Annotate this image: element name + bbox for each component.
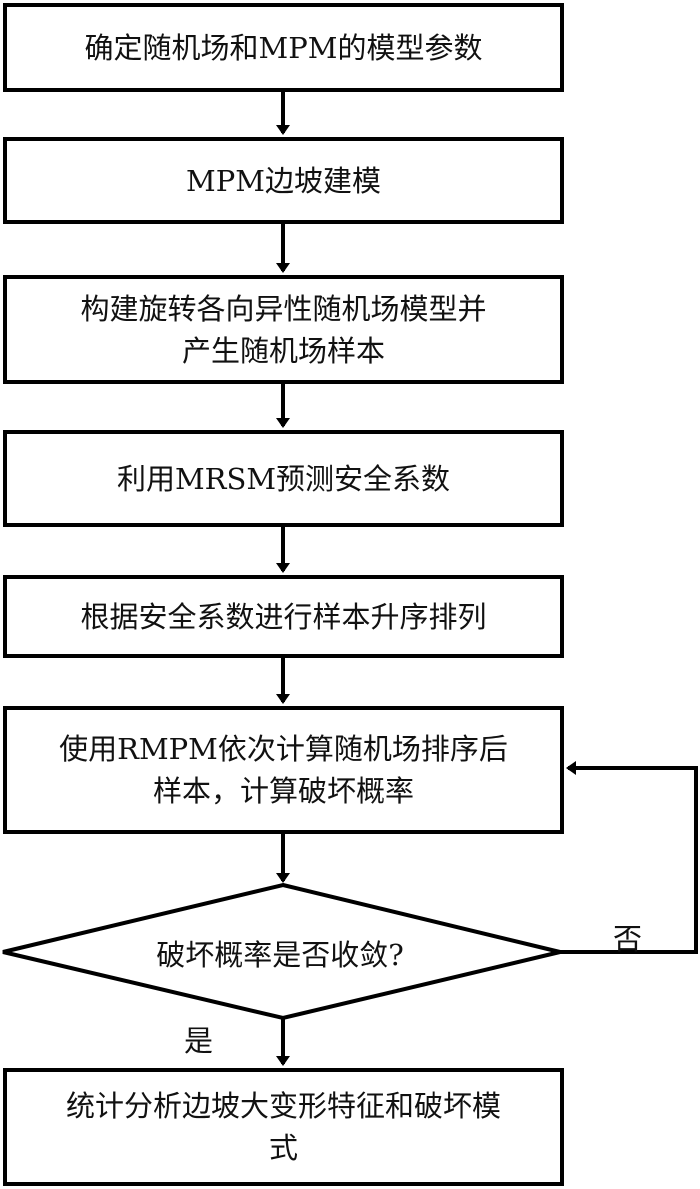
loop-no-path (560, 761, 698, 954)
step-mpm-slope-modeling: MPM边坡建模 (3, 137, 564, 224)
step-text-line-1: 构建旋转各向异性随机场模型并 (80, 291, 487, 326)
step-text: 根据安全系数进行样本升序排列 (80, 599, 487, 634)
yes-label: 是 (184, 1024, 214, 1058)
step-text-line-2: 样本，计算破坏概率 (152, 774, 414, 808)
step-text: 确定随机场和MPM的模型参数 (84, 30, 483, 65)
no-label: 否 (613, 922, 643, 956)
step-text-line-2: 式 (268, 1131, 298, 1165)
step-mrsm-predict: 利用MRSM预测安全系数 (3, 430, 564, 527)
step-rmpm-compute: 使用RMPM依次计算随机场排序后 样本，计算破坏概率 (3, 706, 564, 834)
decision-text: 破坏概率是否收敛? (156, 938, 404, 972)
step-text-line-1: 统计分析边坡大变形特征和破坏模 (65, 1089, 501, 1123)
step-sort-samples: 根据安全系数进行样本升序排列 (3, 575, 564, 658)
step-define-parameters: 确定随机场和MPM的模型参数 (3, 3, 564, 92)
step-build-random-field: 构建旋转各向异性随机场模型并 产生随机场样本 (3, 275, 564, 384)
step-text: MPM边坡建模 (186, 163, 381, 198)
step-statistical-analysis: 统计分析边坡大变形特征和破坏模 式 (3, 1068, 564, 1186)
step-text-line-2: 产生随机场样本 (181, 333, 385, 368)
step-text-line-1: 使用RMPM依次计算随机场排序后 (59, 732, 508, 766)
step-text: 利用MRSM预测安全系数 (116, 461, 451, 496)
